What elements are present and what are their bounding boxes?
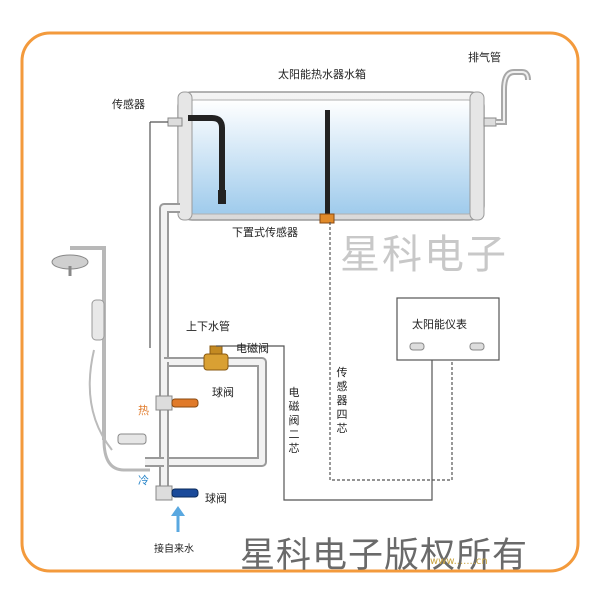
controller-label: 太阳能仪表 <box>412 318 467 331</box>
solenoid-label: 电磁阀 <box>236 342 269 355</box>
exhaust-port <box>483 117 497 127</box>
plumbing-loop <box>145 357 267 500</box>
tank-label: 太阳能热水器水箱 <box>278 68 366 81</box>
exhaust-label: 排气管 <box>468 51 501 64</box>
exhaust-pipe <box>496 69 531 125</box>
shower-set <box>51 246 150 472</box>
heater-rod <box>188 115 226 204</box>
pipe-label: 上下水管 <box>186 320 230 333</box>
solenoid-wire-label: 电磁阀二芯 <box>288 386 300 455</box>
watermark-copyright: 星科电子版权所有 <box>240 536 529 576</box>
watermark-site: www.......cn <box>430 556 488 567</box>
water-tank <box>177 91 485 221</box>
sensor-label: 传感器 <box>112 98 145 111</box>
inlet-arrow <box>171 506 185 532</box>
hot-valve-label: 球阀 <box>212 386 234 399</box>
sensor-wire <box>329 222 453 481</box>
inlet-label: 接自来水 <box>154 544 194 555</box>
cold-label: 冷 <box>138 474 149 487</box>
frame-border <box>20 31 580 573</box>
hot-ball-valve <box>155 395 199 411</box>
level-sensor-rod <box>325 110 330 218</box>
hot-label: 热 <box>138 404 149 417</box>
bottom-sensor <box>319 213 335 224</box>
up-down-pipe <box>159 203 180 362</box>
cold-valve-label: 球阀 <box>205 492 227 505</box>
sensor-port <box>167 117 183 127</box>
solar-controller <box>396 297 500 361</box>
solenoid-valve <box>203 345 229 371</box>
solenoid-wire <box>216 345 433 501</box>
watermark-brand: 星科电子 <box>340 232 508 278</box>
sensor-wire-label: 传感器四芯 <box>336 366 348 435</box>
cold-ball-valve <box>155 485 199 501</box>
bottom-sensor-label: 下置式传感器 <box>232 226 298 239</box>
